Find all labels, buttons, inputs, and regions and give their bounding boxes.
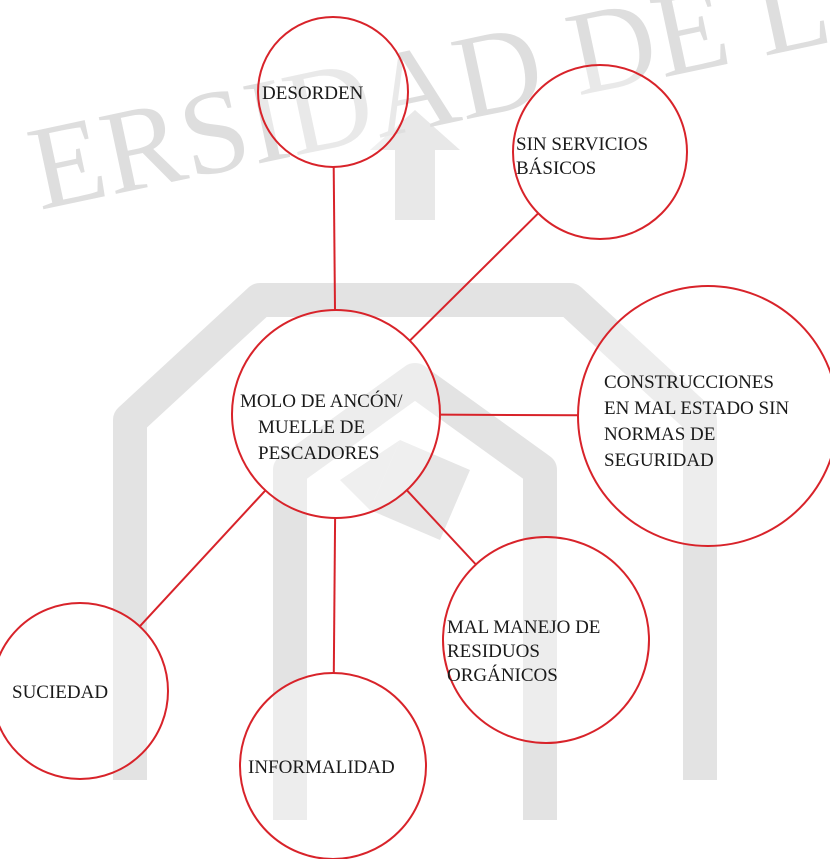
node-circle-construcciones [577,285,830,547]
connector-mal-manejo [406,489,477,566]
connector-desorden [332,166,336,311]
node-circle-mal-manejo [442,536,650,744]
connector-construcciones [439,413,579,417]
node-center: MOLO DE ANCÓN/MUELLE DE PESCADORES [231,309,441,519]
node-label-mal-manejo: MAL MANEJO DE [447,617,600,638]
diagram-edges [138,166,579,674]
connector-informalidad [332,517,337,674]
node-circle-desorden [257,16,409,168]
node-label-center: MOLO DE ANCÓN/ [240,390,403,412]
node-circle-sin-servicios [512,64,688,240]
node-label-center: PESCADORES [258,443,379,464]
node-circle-suciedad [0,602,169,780]
node-label-sin-servicios: BÁSICOS [516,157,596,179]
node-label-sin-servicios: SIN SERVICIOS [516,134,648,155]
connector-suciedad [138,489,267,628]
node-label-mal-manejo: ORGÁNICOS [447,664,558,686]
node-desorden: DESORDEN [257,16,409,168]
connector-sin-servicios [409,212,539,342]
node-label-construcciones: SEGURIDAD [604,450,714,471]
node-label-construcciones: EN MAL ESTADO SIN [604,398,789,419]
node-circle-informalidad [239,672,427,859]
node-label-construcciones: CONSTRUCCIONES [604,372,774,393]
node-label-mal-manejo: RESIDUOS [447,641,540,662]
node-informalidad: INFORMALIDAD [239,672,427,859]
node-suciedad: SUCIEDAD [0,602,169,780]
node-label-construcciones: NORMAS DE [604,424,715,445]
diagram-nodes: MOLO DE ANCÓN/MUELLE DE PESCADORES DESORDE… [0,16,830,859]
node-construcciones: CONSTRUCCIONES EN MAL ESTADO SIN NORMAS DE… [577,285,830,547]
node-label-informalidad: INFORMALIDAD [248,757,395,778]
node-circle-center [231,309,441,519]
node-label-center: MUELLE DE [258,417,365,438]
node-label-desorden: DESORDEN [262,83,364,104]
node-label-suciedad: SUCIEDAD [12,682,108,703]
